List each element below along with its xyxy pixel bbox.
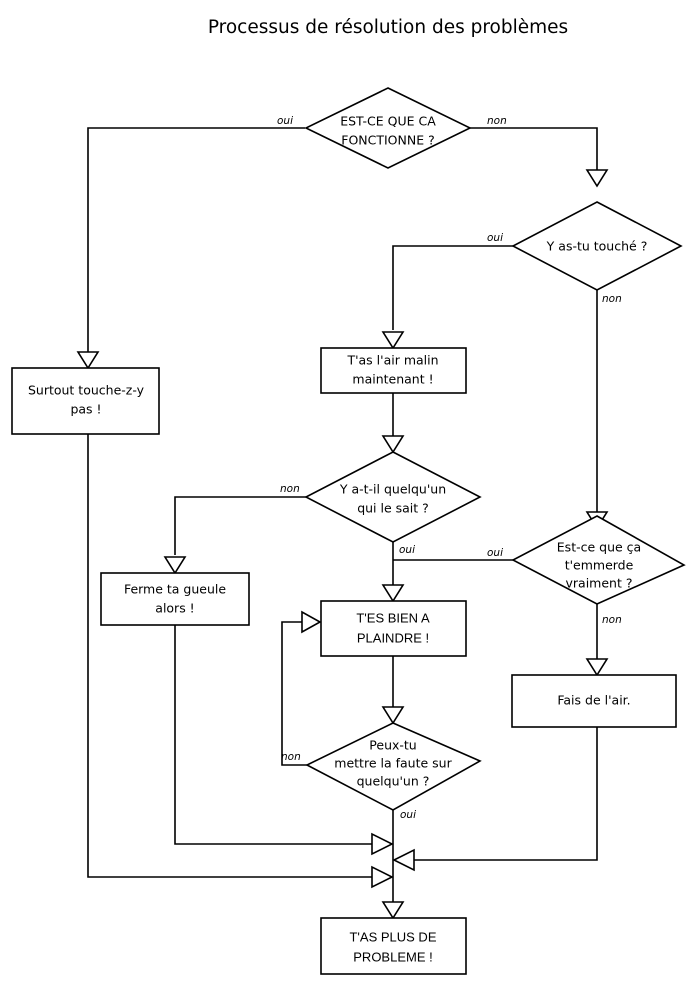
node-process-air-malin[interactable]: T'as l'air malin maintenant ! [320, 347, 467, 394]
node-process-surtout-touche[interactable]: Surtout touche-z-y pas ! [11, 367, 160, 435]
edge-label-d1-oui: oui [277, 115, 293, 127]
decision-emmerde-line2: t'emmerde [565, 558, 634, 573]
edge-b1-to-merge [87, 434, 374, 878]
edge-d3-non-to-b3 [174, 496, 306, 555]
arrowhead-into-d5 [381, 706, 405, 725]
arrowhead-merge-from-b1 [371, 865, 394, 889]
arrowhead-into-b6 [381, 901, 405, 920]
arrowhead-into-b4-left [301, 610, 322, 634]
arrowhead-into-b1 [76, 351, 100, 370]
arrowhead-into-b3 [163, 556, 187, 575]
decision-faute-line2: mettre la faute sur [334, 756, 452, 771]
edge-d1-non-to-d2 [470, 127, 598, 182]
arrowhead-layer [76, 169, 609, 920]
process-plaindre-line1: T'ES BIEN A [356, 610, 430, 625]
arrowhead-into-d2 [585, 169, 609, 188]
decision-touche-line1: Y as-tu touché ? [546, 239, 648, 254]
decision-emmerde-line1: Est-ce que ça [557, 540, 641, 555]
decision-quelquun-line2: qui le sait ? [357, 501, 429, 516]
node-process-plus-de-probleme[interactable]: T'AS PLUS DE PROBLEME ! [320, 917, 467, 975]
node-decision-touche[interactable]: Y as-tu touché ? [511, 201, 683, 291]
decision-faute-line3: quelqu'un ? [357, 774, 430, 789]
edge-d1-oui-to-b1 [87, 127, 305, 366]
node-decision-faute-quelquun[interactable]: Peux-tu mettre la faute sur quelqu'un ? [305, 722, 482, 811]
arrowhead-merge-from-b5 [392, 848, 415, 872]
process-plaindre-line2: PLAINDRE ! [357, 630, 429, 645]
process-air-malin-line2: maintenant ! [352, 372, 433, 387]
decision-fonctionne-line2: FONCTIONNE ? [341, 133, 434, 148]
process-surtout-line2: pas ! [70, 402, 101, 417]
decision-emmerde-line3: vraiment ? [566, 576, 633, 591]
arrowhead-merge-from-b3 [371, 832, 394, 856]
node-decision-quelquun-sait[interactable]: Y a-t-il quelqu'un qui le sait ? [304, 451, 482, 543]
page-title: Processus de résolution des problèmes [208, 17, 568, 38]
edge-label-d5-oui: oui [400, 809, 416, 821]
process-ferme-line1: Ferme ta gueule [124, 582, 226, 597]
arrowhead-into-b2 [381, 331, 405, 350]
edge-b5-to-merge [412, 727, 598, 861]
process-shape [320, 600, 467, 657]
edge-label-layer: oui non oui non non oui oui non non oui [277, 115, 622, 821]
process-shape [320, 917, 467, 975]
edge-label-d2-non: non [602, 293, 622, 305]
edge-label-d2-oui: oui [487, 232, 503, 244]
arrowhead-into-b5 [585, 658, 609, 677]
process-shape [511, 674, 677, 728]
edge-label-d4-non: non [602, 614, 622, 626]
decision-fonctionne-line1: EST-CE QUE CA [340, 114, 436, 129]
decision-shape [511, 201, 683, 291]
process-shape [100, 572, 250, 626]
decision-quelquun-line1: Y a-t-il quelqu'un [339, 482, 446, 497]
edge-label-d3-non: non [280, 483, 300, 495]
arrowhead-into-d3 [381, 435, 405, 454]
edge-label-d5-non: non [281, 751, 301, 763]
edge-d5-non-to-b4 [281, 621, 310, 766]
decision-shape [304, 87, 472, 169]
decision-shape [511, 515, 686, 605]
decision-faute-line1: Peux-tu [369, 738, 416, 753]
edge-label-d1-non: non [487, 115, 507, 127]
node-decision-fonctionne[interactable]: EST-CE QUE CA FONCTIONNE ? [304, 87, 472, 169]
edge-label-d3-oui: oui [399, 544, 415, 556]
process-probleme-line2: PROBLEME ! [353, 949, 432, 964]
node-process-bien-a-plaindre[interactable]: T'ES BIEN A PLAINDRE ! [320, 600, 467, 657]
process-probleme-line1: T'AS PLUS DE [349, 929, 436, 944]
process-surtout-line1: Surtout touche-z-y [28, 383, 145, 398]
decision-shape [305, 722, 482, 811]
process-shape [320, 347, 467, 394]
edge-d2-oui-to-b2 [392, 245, 513, 330]
node-decision-emmerde[interactable]: Est-ce que ça t'emmerde vraiment ? [511, 515, 686, 605]
edge-label-d4-oui: oui [487, 547, 503, 559]
process-fais-air-line1: Fais de l'air. [557, 693, 630, 708]
process-air-malin-line1: T'as l'air malin [346, 353, 438, 368]
node-process-ferme-gueule[interactable]: Ferme ta gueule alors ! [100, 572, 250, 626]
process-shape [11, 367, 160, 435]
arrowhead-into-b4-top [381, 584, 405, 603]
process-ferme-line2: alors ! [155, 601, 194, 616]
connector-layer [87, 127, 598, 905]
node-process-fais-de-lair[interactable]: Fais de l'air. [511, 674, 677, 728]
edge-b3-to-merge [174, 625, 374, 845]
decision-shape [304, 451, 482, 543]
